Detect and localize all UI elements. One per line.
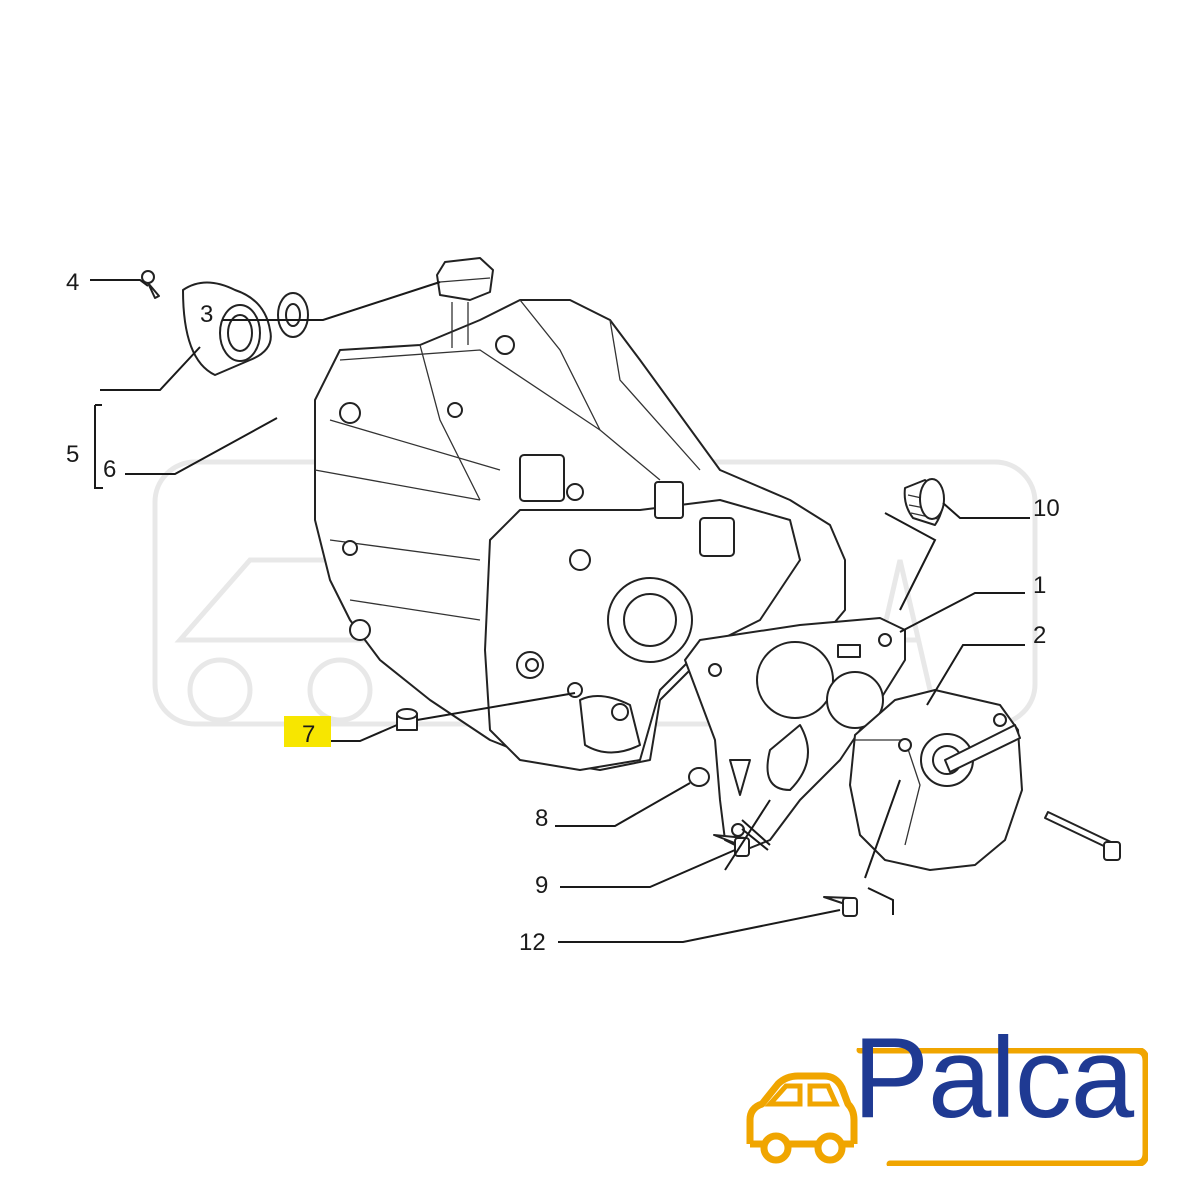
car-outline-icon <box>746 1048 1148 1166</box>
callout-7: 7 <box>302 721 315 748</box>
callout-12: 12 <box>519 929 546 956</box>
callout-1: 1 <box>1033 572 1046 599</box>
palca-logo: Palca <box>740 1022 1148 1166</box>
callout-3: 3 <box>200 301 213 328</box>
bolt-12 <box>823 896 858 917</box>
bolt-9 <box>713 834 750 857</box>
callout-10: 10 <box>1033 495 1060 522</box>
callout-7-highlight <box>284 716 331 747</box>
threaded-plug <box>903 478 945 526</box>
leader-lines <box>90 279 1030 943</box>
gasket-plate <box>684 617 906 851</box>
breather-cap <box>436 257 494 348</box>
callout-2: 2 <box>1033 622 1046 649</box>
end-cover <box>849 689 1023 871</box>
callout-4: 4 <box>66 269 79 296</box>
small-bolt <box>141 270 160 299</box>
callouts: 1 2 3 4 5 6 7 8 9 10 12 <box>66 269 1060 956</box>
flange-with-seal <box>182 281 309 376</box>
brand-name: Palca <box>853 1015 1134 1142</box>
callout-9: 9 <box>535 872 548 899</box>
callout-6: 6 <box>103 456 116 483</box>
nut <box>688 767 710 787</box>
bushing <box>396 708 418 731</box>
callout-5: 5 <box>66 441 79 468</box>
callout-8: 8 <box>535 805 548 832</box>
long-bolt <box>1044 811 1121 861</box>
